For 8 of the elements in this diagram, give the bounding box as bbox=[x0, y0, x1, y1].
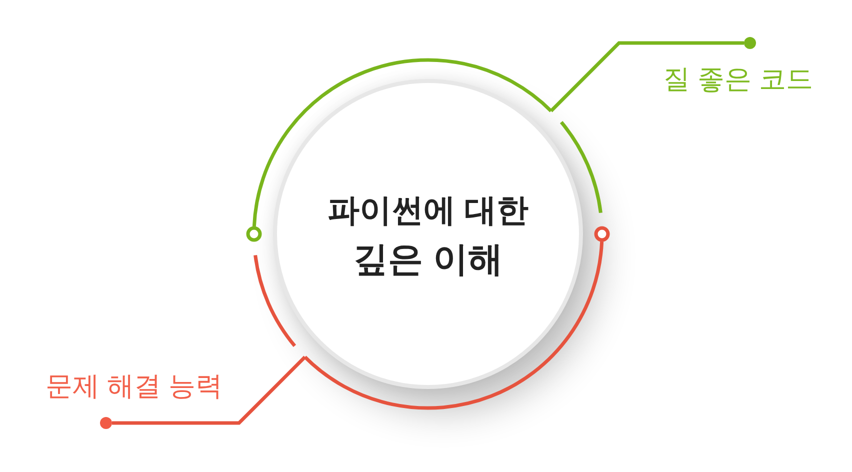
leader-line bbox=[550, 41, 744, 112]
callout-label: 문제 해결 능력 bbox=[46, 370, 222, 402]
circle-label: 깊은 이해 bbox=[353, 239, 503, 282]
leader-line bbox=[112, 356, 306, 425]
callout-label: 질 좋은 코드 bbox=[663, 63, 813, 96]
dot-icon bbox=[100, 417, 112, 429]
circle-label: 파이썬에 대한 bbox=[328, 190, 528, 230]
dot-icon bbox=[744, 37, 756, 49]
